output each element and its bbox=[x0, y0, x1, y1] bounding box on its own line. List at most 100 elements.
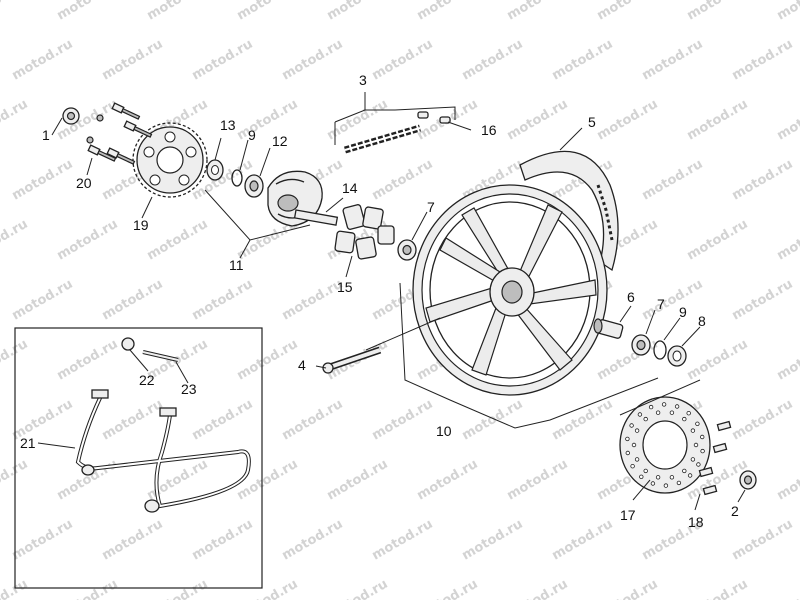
disc-hole bbox=[637, 412, 643, 417]
callout-4: 4 bbox=[298, 357, 306, 373]
disc-hole bbox=[682, 416, 687, 422]
callout-5: 5 bbox=[588, 114, 596, 130]
watermark-text: motod.ru bbox=[145, 0, 211, 23]
watermark-text: motod.ru bbox=[730, 37, 796, 84]
watermark-text: motod.ru bbox=[550, 37, 616, 84]
stand-pin-22 bbox=[121, 337, 135, 351]
wheel-spokes bbox=[425, 204, 597, 376]
callout-15: 15 bbox=[337, 279, 353, 295]
watermark-text: motod.ru bbox=[325, 577, 391, 600]
disc-hole bbox=[690, 428, 696, 433]
disc-hole bbox=[650, 481, 656, 486]
watermark-text: motod.ru bbox=[775, 97, 800, 144]
disc-hole bbox=[669, 475, 675, 480]
callout-1: 1 bbox=[42, 127, 50, 143]
watermark-text: motod.ru bbox=[550, 517, 616, 564]
watermark-text: motod.ru bbox=[595, 0, 661, 23]
callout-14: 14 bbox=[342, 180, 358, 196]
watermark-text: motod.ru bbox=[280, 397, 346, 444]
callout-11: 11 bbox=[229, 257, 244, 273]
watermark-text: motod.ru bbox=[460, 37, 526, 84]
watermark-text: motod.ru bbox=[505, 0, 571, 23]
watermark-text: motod.ru bbox=[10, 157, 76, 204]
callout-13: 13 bbox=[220, 117, 236, 133]
sprocket-carrier bbox=[267, 170, 339, 227]
disc-hole bbox=[655, 475, 661, 480]
bearing-12 bbox=[244, 174, 264, 198]
sprocket-nut bbox=[62, 107, 80, 125]
disc-hole bbox=[631, 442, 637, 448]
watermark-text: motod.ru bbox=[505, 97, 571, 144]
watermark-text: motod.ru bbox=[55, 0, 121, 23]
callout-12: 12 bbox=[272, 133, 288, 149]
rear-brake-disc bbox=[619, 396, 711, 494]
callout-22: 22 bbox=[139, 372, 155, 388]
watermark-text: motod.ru bbox=[775, 457, 800, 504]
watermark-text: motod.ru bbox=[685, 0, 751, 23]
watermark-text: motod.ru bbox=[415, 577, 481, 600]
watermark-text: motod.ru bbox=[325, 457, 391, 504]
watermark-text: motod.ru bbox=[235, 0, 301, 23]
callout-19: 19 bbox=[133, 217, 149, 233]
rear-wheel bbox=[412, 184, 608, 396]
watermark-text: motod.ru bbox=[415, 0, 481, 23]
callout-23: 23 bbox=[181, 381, 197, 397]
callout-7-right: 7 bbox=[657, 296, 665, 312]
sprocket-bolts bbox=[86, 102, 153, 165]
disc-hole bbox=[643, 416, 648, 422]
disc-hole bbox=[693, 442, 699, 448]
watermark-text: motod.ru bbox=[370, 517, 436, 564]
watermark-text: motod.ru bbox=[100, 517, 166, 564]
watermark-text: motod.ru bbox=[640, 277, 706, 324]
watermark-text: motod.ru bbox=[370, 157, 436, 204]
disc-hole bbox=[634, 428, 640, 433]
watermark-text: motod.ru bbox=[775, 337, 800, 384]
watermark-text: motod.ru bbox=[685, 577, 751, 600]
callout-20: 20 bbox=[76, 175, 92, 191]
callout-6: 6 bbox=[627, 289, 635, 305]
disc-hole bbox=[639, 474, 644, 479]
disc-hole bbox=[700, 448, 705, 454]
watermark-text: motod.ru bbox=[100, 277, 166, 324]
callout-21: 21 bbox=[20, 435, 36, 451]
watermark-text: motod.ru bbox=[280, 517, 346, 564]
watermark-text: motod.ru bbox=[730, 517, 796, 564]
disc-hole bbox=[663, 483, 669, 488]
disc-hole bbox=[625, 436, 630, 442]
watermark-text: motod.ru bbox=[685, 97, 751, 144]
stand-inset bbox=[14, 327, 263, 589]
watermark-text: motod.ru bbox=[0, 97, 30, 144]
watermark-text: motod.ru bbox=[505, 577, 571, 600]
callout-18: 18 bbox=[688, 514, 704, 530]
disc-hole bbox=[696, 462, 701, 467]
watermark-text: motod.ru bbox=[505, 457, 571, 504]
callout-labels: 1 2 3 4 5 6 7 7 8 9 9 10 11 12 13 14 15 … bbox=[20, 72, 739, 530]
watermark-text: motod.ru bbox=[325, 0, 391, 23]
disc-hole bbox=[674, 404, 680, 409]
disc-hole bbox=[676, 480, 682, 486]
rear-axle bbox=[322, 346, 382, 374]
disc-hole bbox=[690, 457, 696, 462]
right-spacer-6 bbox=[593, 318, 624, 339]
watermark-text: motod.ru bbox=[595, 97, 661, 144]
disc-hole bbox=[629, 423, 634, 428]
watermark-text: motod.ru bbox=[10, 517, 76, 564]
disc-bolts bbox=[698, 420, 732, 496]
watermark-text: motod.ru bbox=[595, 577, 661, 600]
circlip-9 bbox=[231, 169, 243, 187]
watermark-text: motod.ru bbox=[595, 337, 661, 384]
watermark-text: motod.ru bbox=[730, 157, 796, 204]
callout-16: 16 bbox=[481, 122, 497, 138]
disc-holes bbox=[625, 402, 705, 488]
watermark-text: motod.ru bbox=[640, 37, 706, 84]
watermark-text: motod.ru bbox=[55, 217, 121, 264]
callout-3: 3 bbox=[359, 72, 367, 88]
watermark-text: motod.ru bbox=[370, 397, 436, 444]
drive-chain bbox=[344, 111, 451, 154]
watermark-text: motod.ru bbox=[190, 517, 256, 564]
left-wheel-bearing bbox=[397, 239, 417, 261]
disc-hole bbox=[700, 434, 705, 440]
leader-lines bbox=[37, 92, 746, 511]
watermark-text: motod.ru bbox=[370, 37, 436, 84]
right-circlip-9 bbox=[653, 340, 667, 360]
